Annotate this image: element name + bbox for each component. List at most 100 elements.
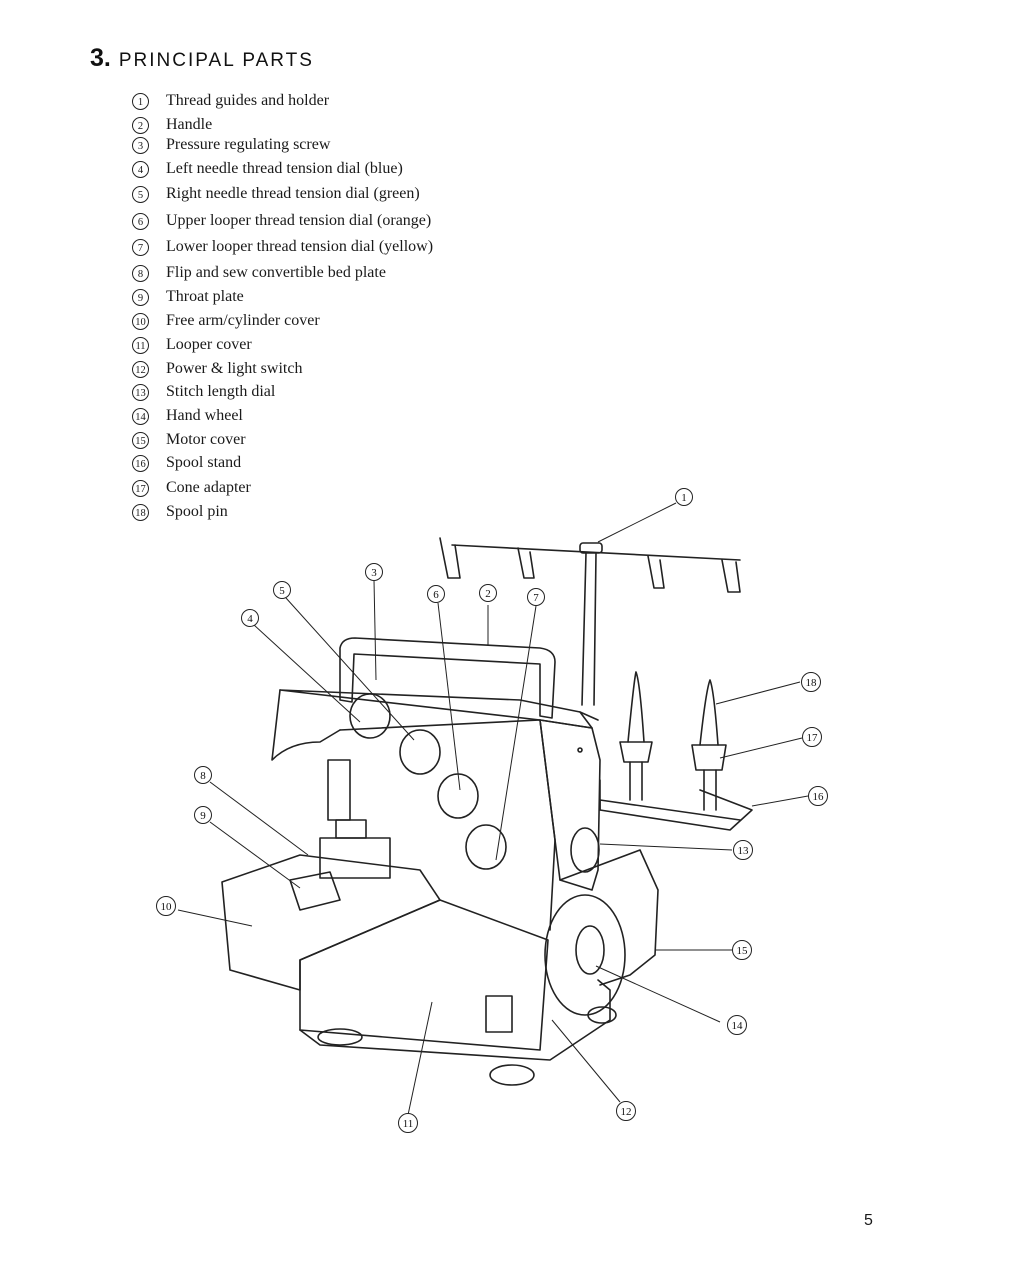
part-label: Left needle thread tension dial (blue) (166, 160, 403, 177)
part-label: Pressure regulating screw (166, 136, 331, 153)
parts-list-item: 9 Throat plate (132, 288, 244, 306)
parts-list-item: 4 Left needle thread tension dial (blue) (132, 160, 403, 178)
callout-marker-10: 10 (156, 896, 176, 916)
svg-text:12: 12 (621, 1106, 632, 1118)
svg-text:9: 9 (200, 810, 206, 822)
callout-marker-8: 8 (194, 766, 212, 784)
item-number-marker: 11 (132, 336, 149, 354)
thread-guide-assembly (439, 537, 741, 706)
part-label: Stitch length dial (166, 383, 276, 400)
part-label: Hand wheel (166, 407, 243, 424)
parts-list-item: 11 Looper cover (132, 336, 252, 354)
part-label: Thread guides and holder (166, 92, 330, 109)
svg-text:13: 13 (738, 845, 750, 857)
item-number-marker: 14 (132, 407, 149, 425)
callout-marker-12: 12 (616, 1101, 636, 1121)
svg-text:7: 7 (533, 592, 539, 604)
part-label: Spool stand (166, 454, 242, 471)
page-heading: 3. PRINCIPAL PARTS (90, 44, 314, 73)
item-number-marker: 5 (132, 185, 149, 203)
item-number-marker: 10 (132, 312, 149, 330)
parts-list-item: 16 Spool stand (132, 454, 241, 472)
section-number: 3. (90, 44, 111, 72)
callout-marker-6: 6 (427, 585, 445, 603)
parts-list-item: 2 Handle (132, 116, 212, 134)
base-shape (299, 979, 611, 1061)
parts-list-item: 1 Thread guides and holder (132, 92, 329, 110)
part-label: Flip and sew convertible bed plate (166, 264, 386, 281)
parts-list-item: 10 Free arm/cylinder cover (132, 312, 320, 330)
callout-marker-9: 9 (194, 806, 212, 824)
part-label: Looper cover (166, 336, 252, 353)
part-label: Upper looper thread tension dial (orange… (166, 212, 432, 229)
part-label: Power & light switch (166, 360, 303, 377)
item-number-marker: 17 (132, 479, 149, 497)
spool-stand-assembly (599, 671, 753, 831)
callout-marker-13: 13 (733, 840, 753, 860)
throat-plate-shape (289, 871, 341, 911)
callout-marker-1: 1 (675, 488, 693, 506)
item-number-marker: 13 (132, 383, 149, 401)
part-label: Lower looper thread tension dial (yellow… (166, 238, 434, 255)
item-number-marker: 6 (132, 212, 149, 230)
svg-text:10: 10 (161, 901, 173, 913)
part-label: Handle (166, 116, 213, 133)
part-label: Spool pin (166, 503, 228, 520)
parts-list-item: 12 Power & light switch (132, 360, 302, 378)
svg-text:17: 17 (807, 732, 819, 744)
svg-text:3: 3 (371, 567, 377, 579)
callout-marker-5: 5 (273, 581, 291, 599)
item-number-marker: 2 (132, 116, 149, 134)
item-number-marker: 8 (132, 264, 149, 282)
part-label: Free arm/cylinder cover (166, 312, 320, 329)
svg-text:6: 6 (433, 589, 439, 601)
item-number-marker: 3 (132, 136, 149, 154)
machine-body (271, 689, 601, 931)
part-label: Right needle thread tension dial (green) (166, 185, 420, 202)
part-label: Motor cover (166, 431, 246, 448)
callout-marker-15: 15 (732, 940, 752, 960)
parts-list-item: 6 Upper looper thread tension dial (orang… (132, 212, 431, 230)
page-number: 5 (864, 1212, 873, 1229)
item-number-marker: 15 (132, 431, 149, 449)
svg-text:2: 2 (485, 588, 491, 600)
item-number-marker: 9 (132, 288, 149, 306)
svg-text:5: 5 (279, 585, 285, 597)
handle-shape (339, 637, 556, 719)
svg-text:18: 18 (806, 677, 818, 689)
item-number-marker: 7 (132, 238, 149, 256)
parts-list-item: 17 Cone adapter (132, 479, 251, 497)
parts-list-item: 14 Hand wheel (132, 407, 243, 425)
part-label: Throat plate (166, 288, 244, 305)
parts-list-item: 3 Pressure regulating screw (132, 136, 330, 154)
item-number-marker: 1 (132, 92, 149, 110)
item-number-marker: 12 (132, 360, 149, 378)
part-label: Cone adapter (166, 479, 251, 496)
callout-marker-2: 2 (479, 584, 497, 602)
svg-text:8: 8 (200, 770, 206, 782)
diagram-callouts: 1 2 3 4 5 6 7 8 9 10 11 12 13 14 15 16 1… (156, 488, 828, 1133)
item-number-marker: 16 (132, 454, 149, 472)
callout-marker-3: 3 (365, 563, 383, 581)
svg-text:11: 11 (403, 1118, 414, 1130)
needle-area (319, 759, 391, 879)
callout-marker-11: 11 (398, 1113, 418, 1133)
parts-list-item: 15 Motor cover (132, 431, 246, 449)
svg-text:1: 1 (681, 492, 687, 504)
parts-list-item: 8 Flip and sew convertible bed plate (132, 264, 386, 282)
callout-marker-17: 17 (802, 727, 822, 747)
svg-text:4: 4 (247, 613, 253, 625)
callout-marker-16: 16 (808, 786, 828, 806)
item-number-marker: 4 (132, 160, 149, 178)
parts-list-item: 13 Stitch length dial (132, 383, 275, 401)
hand-wheel-assembly (544, 827, 659, 1016)
callout-marker-4: 4 (241, 609, 259, 627)
parts-list-item: 7 Lower looper thread tension dial (yello… (132, 238, 433, 256)
section-title: PRINCIPAL PARTS (118, 50, 314, 71)
callout-marker-18: 18 (801, 672, 821, 692)
tension-dials (349, 693, 507, 870)
looper-cover-shape (299, 899, 549, 1051)
parts-list-item: 5 Right needle thread tension dial (green… (132, 185, 420, 203)
